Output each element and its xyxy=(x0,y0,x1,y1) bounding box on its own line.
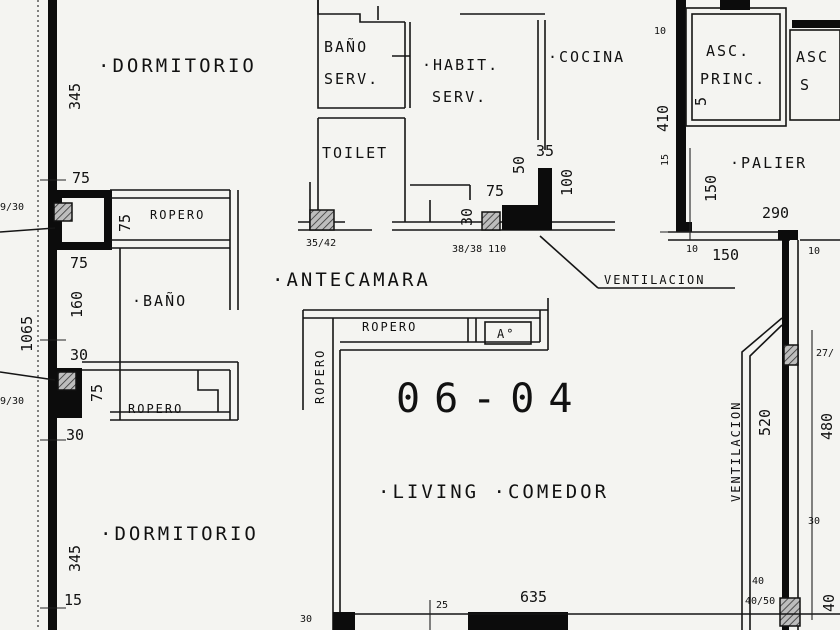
dimension-75: 75 xyxy=(70,254,88,272)
dimension-345-bottom: 345 xyxy=(66,545,84,572)
right-exterior-wall xyxy=(778,230,840,630)
dimension-40: 40 xyxy=(820,594,838,612)
dimension-75-vertical: 75 xyxy=(88,384,106,402)
dimension-480: 480 xyxy=(818,413,836,440)
left-exterior-wall xyxy=(37,0,57,630)
room-label-asc-princ: ASC. xyxy=(706,42,750,60)
left-partitions xyxy=(82,189,239,421)
dimension-9-30: 9/30 xyxy=(0,202,24,213)
room-label-palier: ·PALIER xyxy=(730,154,807,172)
room-label-asc-serv-2: S xyxy=(800,76,811,94)
closet-label: ROPERO xyxy=(362,320,417,334)
room-label-living-comedor: ·LIVING ·COMEDOR xyxy=(378,481,609,503)
dimension-290: 290 xyxy=(762,204,789,222)
dimension-10: 10 xyxy=(686,244,698,255)
dimension-1065: 1065 xyxy=(18,316,36,352)
dimension-40: 40 xyxy=(752,576,764,587)
dimension-30: 30 xyxy=(458,208,476,226)
room-label-antecamara: ·ANTECAMARA xyxy=(272,269,431,291)
dimension-10: 10 xyxy=(654,26,666,37)
unit-label: 06-04 xyxy=(396,376,586,422)
dimension-ticks xyxy=(40,148,813,630)
closet-label-vertical: ROPERO xyxy=(313,349,327,404)
service-walls xyxy=(298,0,615,231)
dimension-10: 10 xyxy=(808,246,820,257)
dimension-25: 25 xyxy=(436,600,448,611)
room-label-asc-serv: ASC xyxy=(796,48,829,66)
dimension-30: 30 xyxy=(66,426,84,444)
dimension-635: 635 xyxy=(520,588,547,606)
dimension-35: 35 xyxy=(536,142,554,160)
room-label-dormitorio-bottom: ·DORMITORIO xyxy=(100,523,259,545)
dimension-15: 15 xyxy=(660,154,671,166)
living-partitions xyxy=(302,298,549,630)
room-label-toilet: TOILET xyxy=(322,144,388,162)
closet-label: ROPERO xyxy=(128,402,183,416)
dimension-15: 15 xyxy=(64,591,82,609)
dimension-35-42: 35/42 xyxy=(306,238,336,249)
dimension-410: 410 xyxy=(654,105,672,132)
left-column-mid xyxy=(54,368,82,418)
ventilation-label-vertical: VENTILACION xyxy=(729,401,743,502)
dimension-9-30: 9/30 xyxy=(0,396,24,407)
dimension-30: 30 xyxy=(70,346,88,364)
left-column-top xyxy=(53,190,112,250)
kitchen-shaft xyxy=(309,168,552,231)
room-label-habit-serv: ·HABIT. xyxy=(422,56,499,74)
bottom-wall xyxy=(333,612,840,630)
dimension-30: 30 xyxy=(808,516,820,527)
room-label-bano-serv-2: SERV. xyxy=(324,70,379,88)
dimension-30: 30 xyxy=(300,614,312,625)
dimension-345-top: 345 xyxy=(66,83,84,110)
dimension-100: 100 xyxy=(558,169,576,196)
storage-label: A° xyxy=(497,327,515,341)
dimension-50: 50 xyxy=(510,156,528,174)
dimension-38-110: 38/38 110 xyxy=(452,244,506,255)
dimension-160: 160 xyxy=(68,291,86,318)
room-label-cocina: ·COCINA xyxy=(548,48,625,66)
dimension-75: 75 xyxy=(486,182,504,200)
bay-window xyxy=(741,317,783,630)
dimension-40-50: 40/50 xyxy=(745,596,775,607)
closet-label: ROPERO xyxy=(150,208,205,222)
dimension-150: 150 xyxy=(712,246,739,264)
room-label-asc-princ-2: PRINC. xyxy=(700,70,766,88)
dimension-520: 520 xyxy=(756,409,774,436)
room-label-bano-serv: BAÑO xyxy=(324,37,368,56)
room-label-bano: ·BAÑO xyxy=(132,291,187,310)
dimension-75-vertical: 75 xyxy=(116,214,134,232)
dimension-27: 27/ xyxy=(816,348,834,359)
dimension-75: 75 xyxy=(72,169,90,187)
dimension-150-vertical: 150 xyxy=(702,175,720,202)
ventilation-note: VENTILACION xyxy=(604,273,705,287)
room-label-dormitorio-top: ·DORMITORIO xyxy=(98,55,257,77)
room-label-habit-serv-2: SERV. xyxy=(432,88,487,106)
dimension-5: 5 xyxy=(692,97,710,106)
